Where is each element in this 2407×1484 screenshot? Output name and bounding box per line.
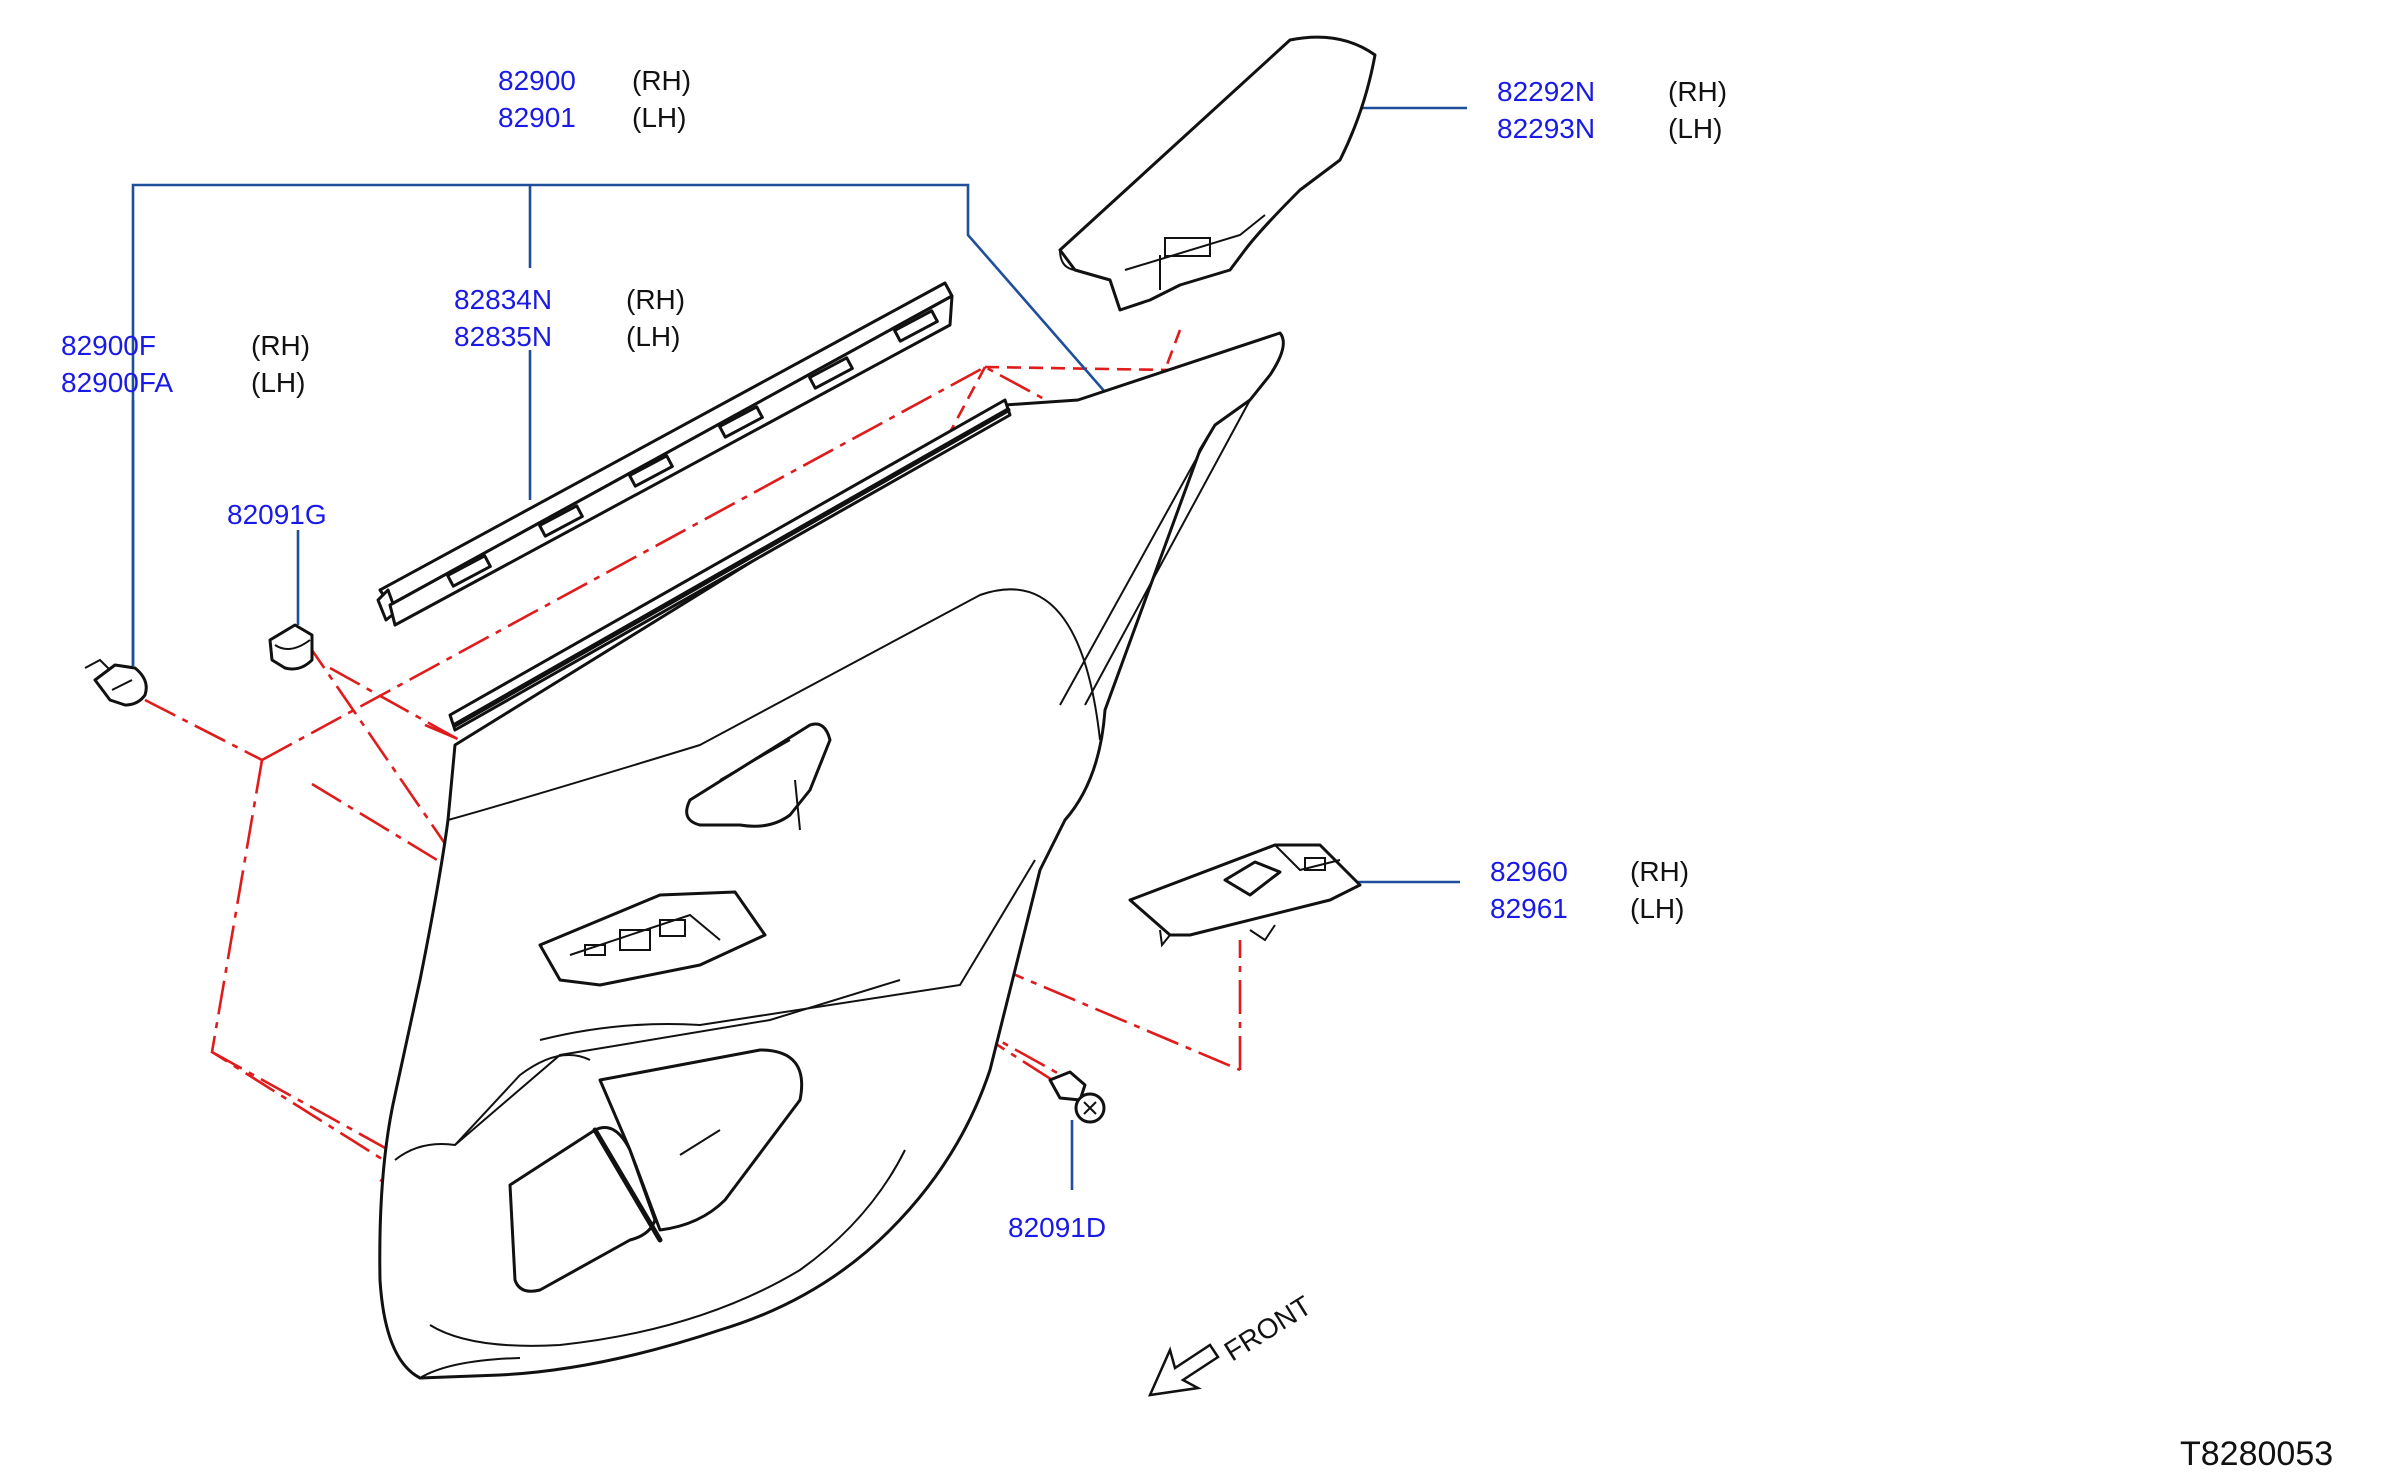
- callout-armrest-pad: 82292N (RH) 82293N (LH): [1497, 76, 1727, 144]
- switch-finisher: [1128, 843, 1362, 948]
- armrest-pad: [1058, 35, 1377, 312]
- grommet: [268, 623, 314, 671]
- side-rh-label: (RH): [251, 330, 310, 361]
- side-rh-label: (RH): [1630, 856, 1689, 887]
- front-label: FRONT: [1219, 1290, 1317, 1367]
- weatherstrip-seal: [376, 281, 954, 627]
- screw: [1048, 1070, 1106, 1124]
- callout-seal-strip: 82834N (RH) 82835N (LH): [454, 284, 685, 352]
- side-lh-label: (LH): [251, 367, 305, 398]
- part-number-82834N: 82834N: [454, 284, 552, 315]
- part-number-82900FA: 82900FA: [61, 367, 173, 398]
- part-number-82091G: 82091G: [227, 499, 327, 530]
- part-number-82900: 82900: [498, 65, 576, 96]
- part-number-82292N: 82292N: [1497, 76, 1595, 107]
- callout-leader-lines: [131, 106, 1467, 1190]
- side-rh-label: (RH): [626, 284, 685, 315]
- part-number-82960: 82960: [1490, 856, 1568, 887]
- side-lh-label: (LH): [1668, 113, 1722, 144]
- switch-base-opening: [538, 890, 767, 987]
- door-trim-panel: [378, 331, 1285, 1380]
- push-clip: [84, 658, 148, 707]
- part-number-82293N: 82293N: [1497, 113, 1595, 144]
- side-rh-label: (RH): [632, 65, 691, 96]
- front-direction-indicator: FRONT: [1147, 1290, 1317, 1397]
- callout-switch-finisher: 82960 (RH) 82961 (LH): [1490, 856, 1689, 924]
- seal-clip-row: [446, 309, 939, 588]
- inside-handle: [685, 722, 832, 831]
- side-lh-label: (LH): [626, 321, 680, 352]
- part-number-82091D: 82091D: [1008, 1212, 1106, 1243]
- part-number-82835N: 82835N: [454, 321, 552, 352]
- callout-trim-assy: 82900 (RH) 82901 (LH): [498, 65, 691, 133]
- side-rh-label: (RH): [1668, 76, 1727, 107]
- side-lh-label: (LH): [632, 102, 686, 133]
- part-number-82900F: 82900F: [61, 330, 156, 361]
- upper-trim-molding: [448, 398, 1012, 732]
- side-lh-label: (LH): [1630, 893, 1684, 924]
- part-number-82961: 82961: [1490, 893, 1568, 924]
- callout-grommet: 82091G: [227, 499, 327, 530]
- front-arrow-icon: [1147, 1343, 1220, 1397]
- door-pocket: [508, 1048, 804, 1293]
- diagram-id: T8280053: [2180, 1435, 2333, 1473]
- callout-screw: 82091D: [1008, 1212, 1106, 1243]
- part-number-82901: 82901: [498, 102, 576, 133]
- callout-clip-fastener: 82900F (RH) 82900FA (LH): [61, 330, 310, 398]
